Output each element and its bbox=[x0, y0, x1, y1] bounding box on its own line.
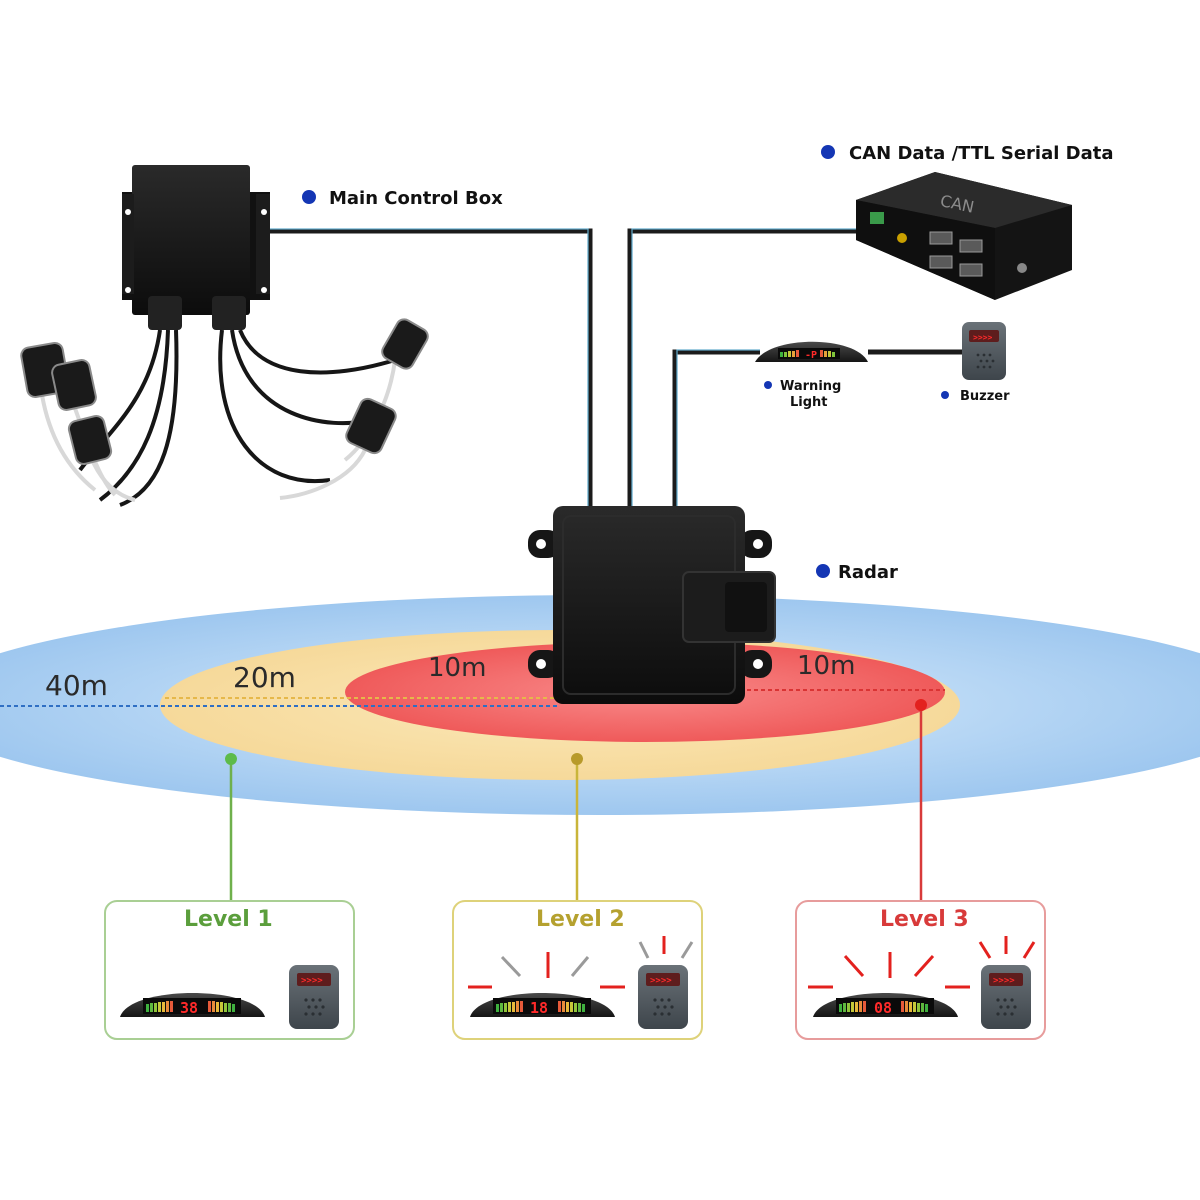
level2-alert-rays bbox=[468, 936, 694, 989]
warning-light-label-line2: Light bbox=[790, 395, 828, 410]
warning-light-label-line1: Warning bbox=[780, 379, 841, 394]
level2-title: Level 2 bbox=[536, 907, 625, 932]
label-10m-right: 10m bbox=[797, 651, 855, 681]
can-box-device: CAN bbox=[856, 172, 1072, 300]
level2-marker bbox=[571, 753, 583, 765]
warning-light-bullet bbox=[764, 381, 772, 389]
level3-buzzer: >>>> bbox=[981, 965, 1031, 1029]
level-card-3: Level 3 08 >>>> bbox=[795, 900, 1046, 1040]
radar-label: Radar bbox=[838, 562, 898, 583]
main-control-box-device bbox=[20, 165, 429, 507]
svg-text:>>>>: >>>> bbox=[993, 976, 1015, 986]
label-10m-left: 10m bbox=[428, 653, 486, 683]
level3-marker bbox=[915, 699, 927, 711]
label-40m: 40m bbox=[45, 669, 108, 702]
can-data-label: CAN Data /TTL Serial Data bbox=[849, 143, 1114, 164]
main-control-box-bullet bbox=[302, 190, 316, 204]
level2-buzzer: >>>> bbox=[638, 965, 688, 1029]
radar-device bbox=[528, 506, 776, 704]
level1-display: 38 bbox=[180, 999, 198, 1017]
label-20m: 20m bbox=[233, 661, 296, 694]
warning-light-device: -P bbox=[755, 341, 868, 362]
level2-display: 18 bbox=[530, 999, 548, 1017]
level3-display: 08 bbox=[874, 999, 892, 1017]
buzzer-bullet bbox=[941, 391, 949, 399]
level-card-1: Level 1 38 >>>> bbox=[104, 900, 355, 1040]
buzzer-label: Buzzer bbox=[960, 389, 1010, 404]
svg-text:>>>>: >>>> bbox=[301, 976, 323, 986]
level1-buzzer: >>>> bbox=[289, 965, 339, 1029]
radar-bullet bbox=[816, 564, 830, 578]
level1-title: Level 1 bbox=[184, 907, 273, 932]
cable-can bbox=[627, 228, 860, 510]
level-connectors bbox=[225, 699, 927, 905]
cables bbox=[270, 228, 962, 510]
cable-warning bbox=[672, 349, 760, 510]
level-card-2: Level 2 18 >>>> bbox=[452, 900, 703, 1040]
can-data-bullet bbox=[821, 145, 835, 159]
buzzer-arrows: >>>> bbox=[973, 333, 992, 342]
svg-text:>>>>: >>>> bbox=[650, 976, 672, 986]
main-control-box-label: Main Control Box bbox=[329, 188, 503, 209]
level1-marker bbox=[225, 753, 237, 765]
warning-light-display: -P bbox=[805, 350, 817, 361]
cable-highlights bbox=[270, 228, 860, 510]
level3-alert-rays bbox=[808, 936, 1036, 989]
level3-title: Level 3 bbox=[880, 907, 969, 932]
buzzer-device: >>>> bbox=[962, 322, 1006, 380]
cable-main-box bbox=[270, 228, 593, 510]
